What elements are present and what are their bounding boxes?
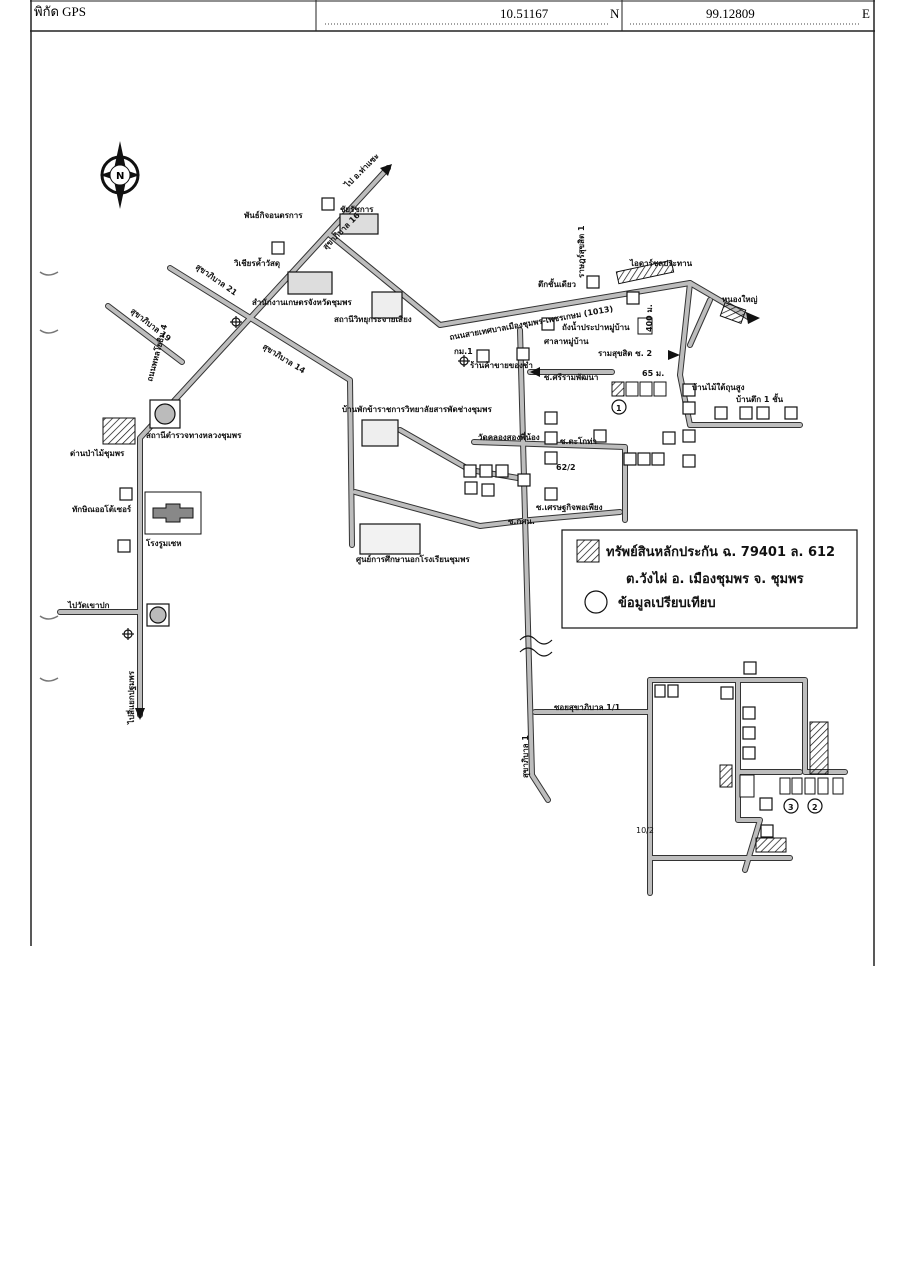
- label-radio-station: สถานีวิทยุกระจายเสียง: [334, 314, 412, 325]
- arrow-tha-sae-icon: [380, 164, 392, 176]
- label-forest-checkpoint: ด่านป่าไม้ชุมพร: [70, 448, 125, 459]
- emblem-icon: [146, 399, 181, 627]
- chaiyakarn-building: [339, 213, 379, 235]
- road-break-icon: [519, 635, 553, 657]
- label-rong-rian: โรงรูมเซห: [145, 538, 182, 549]
- label-chevrolet-dealer: ทักษิณออโต้เซอร์: [72, 504, 132, 514]
- label-agri-office: สำนักงานเกษตรจังหวัดชุมพร: [252, 298, 352, 308]
- legend-location: ต.วังไผ่ อ. เมืองชุมพร จ. ชุมพร: [626, 570, 804, 587]
- label-wichian: วิเชียรค้ำวัสดุ: [233, 257, 280, 269]
- label-soi-sukhaphiban-1-1: ซอยสุขาภิบาล 1/1: [554, 703, 621, 713]
- radio-station-building: [371, 291, 403, 319]
- label-km1: กม.1: [454, 347, 473, 356]
- compass-north: N: [116, 171, 124, 182]
- label-soi-setthakit: ซ.เศรษฐกิจพอเพียง: [536, 502, 603, 513]
- label-house-62-2: 62/2: [556, 463, 576, 472]
- arrow-soi-sriram-icon: [530, 367, 540, 377]
- hatched-square-icon: [576, 539, 600, 563]
- chevrolet-logo-icon: [144, 491, 202, 535]
- direction-arrows: [135, 164, 760, 720]
- label-phan-kit: พันธ์กิจอนตรการ: [244, 210, 303, 220]
- label-sukhaphiban-1: สุขาภิบาล 1: [521, 735, 531, 778]
- label-chaiyakarn: ชัยรัชการ: [340, 205, 374, 214]
- label-wooden-house: บ้านไม้ใต้ถุนสูง: [692, 382, 745, 393]
- label-dist-400: 400 ม.: [645, 304, 654, 332]
- landmark-buildings: [287, 213, 421, 555]
- intersection-marker-icon: [122, 316, 470, 640]
- longitude-dir: E: [862, 6, 870, 21]
- longitude-value: 99.12809: [706, 6, 755, 21]
- label-sukhaphiban-21: สุขาภิบาล 21: [193, 262, 239, 298]
- study-center-building: [359, 523, 421, 555]
- label-house-num: 10/2: [636, 826, 654, 835]
- label-to-pathomphon: ไปสี่แยกปฐมพร: [125, 670, 137, 725]
- map-frame: [30, 0, 875, 966]
- label-dist-65: 65 ม.: [642, 369, 664, 378]
- collateral-plots: [102, 259, 844, 853]
- label-irrigation: ไอดาร์ชลประทาน: [629, 258, 693, 268]
- label-tuk-chan-diao: ตึกชั้นเดียว: [538, 278, 577, 289]
- label-study-center: ศูนย์การศึกษานอกโรงเรียนชุมพร: [356, 554, 470, 565]
- circle-marker-icon: [584, 590, 608, 614]
- legend-collateral: ทรัพย์สินหลักประกัน ฉ. 79401 ล. 612: [606, 544, 835, 560]
- science-school-building: [361, 419, 399, 447]
- label-ram-suksit-2: รามสุขสิต ซ. 2: [598, 349, 652, 359]
- building-markers: [117, 197, 798, 838]
- arrow-pathomphon-icon: [135, 708, 145, 720]
- label-ram-suksit-1: ราษฎร์สุขสิต 1: [576, 225, 587, 278]
- marker-2-icon: [807, 798, 823, 814]
- label-shop: ร้านค้าขายของชำ: [470, 360, 533, 370]
- label-water-tower: ถังน้ำประปาหมู่บ้าน: [562, 321, 630, 333]
- gps-label: พิกัด GPS: [34, 4, 86, 19]
- arrow-nong-yai-icon: [746, 312, 760, 324]
- marker-3-label: 3: [788, 803, 794, 812]
- marker-2-label: 2: [812, 803, 818, 812]
- compass-rose-icon: N: [100, 141, 140, 209]
- gps-header: พิกัด GPS 10.51167 N 99.12809 E: [30, 0, 875, 32]
- numbered-markers: 1 3 2: [611, 399, 823, 814]
- label-soi-kso: ซ.กศน.: [508, 517, 535, 526]
- agri-office-building: [287, 271, 333, 295]
- label-science-school: บ้านพักข้าราชการวิทยาลัยสารพัดช่างชุมพร: [342, 404, 492, 415]
- scan-marks: [39, 271, 59, 682]
- label-to-nong-yai: หนองใหญ่: [722, 294, 758, 305]
- marker-1-label: 1: [616, 404, 622, 413]
- label-soi-thakai: ซ.ตะโกท่า: [560, 436, 597, 446]
- latitude-dir: N: [610, 6, 620, 21]
- label-police-station: สถานีตำรวจทางหลวงชุมพร: [146, 430, 242, 441]
- marker-1-icon: [611, 399, 627, 415]
- legend-box: ทรัพย์สินหลักประกัน ฉ. 79401 ล. 612 ต.วั…: [561, 529, 858, 629]
- label-village-hall: ศาลาหมู่บ้าน: [544, 336, 589, 347]
- legend-comparison: ข้อมูลเปรียบเทียบ: [618, 595, 716, 611]
- label-to-wat-khao: ไปวัดเขาปก: [67, 600, 110, 610]
- label-wat-khlong: วัดคลองสองพี่น้อง: [478, 431, 540, 442]
- latitude-value: 10.51167: [500, 6, 549, 21]
- label-one-storey: บ้านตึก 1 ชั้น: [736, 393, 784, 404]
- arrow-ram-suksit-icon: [668, 350, 680, 360]
- label-soi-sriram: ซ.ศรีรามพัฒนา: [544, 372, 598, 382]
- marker-3-icon: [783, 798, 799, 814]
